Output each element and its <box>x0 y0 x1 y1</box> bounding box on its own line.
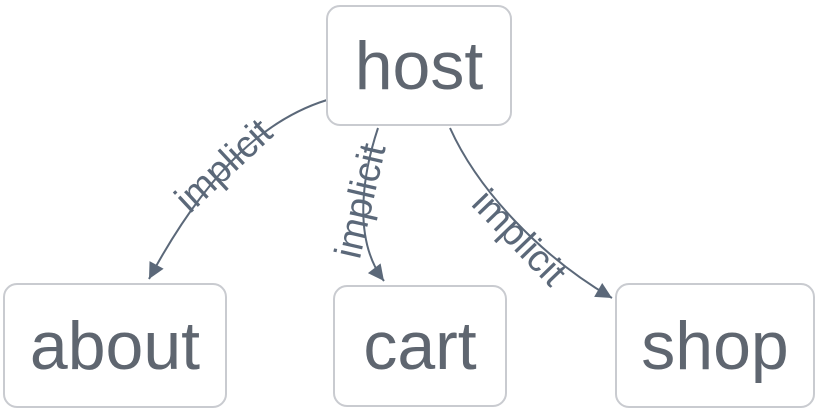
edge-label-host-about: implicit <box>167 111 281 221</box>
node-about: about <box>3 283 227 408</box>
node-host: host <box>326 5 512 126</box>
node-cart: cart <box>333 285 507 407</box>
edge-label-host-cart: implicit <box>327 139 395 263</box>
edge-label-host-shop: implicit <box>463 181 575 295</box>
node-shop: shop <box>615 283 815 408</box>
